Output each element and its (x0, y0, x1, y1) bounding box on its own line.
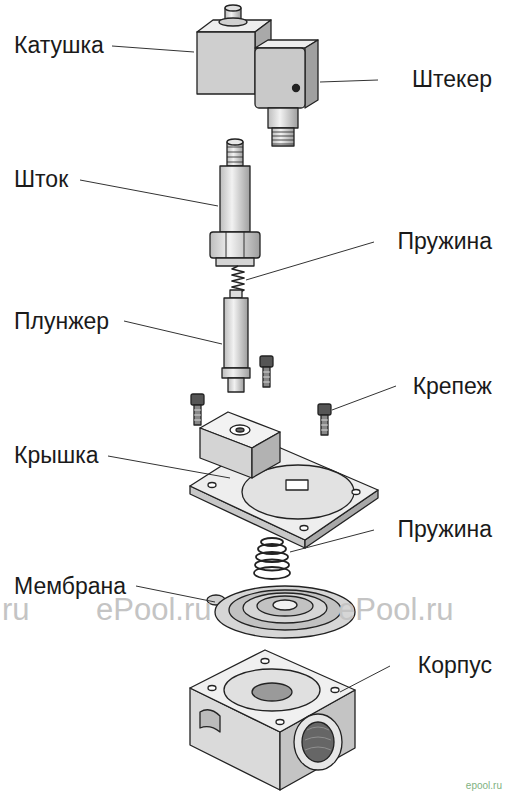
part-label: Крышка (14, 442, 99, 468)
part-label: Штекер (412, 66, 492, 92)
watermark: epool.ru (466, 780, 502, 792)
valve-body (190, 650, 355, 790)
part-label: Катушка (14, 32, 104, 58)
spring-large (254, 538, 290, 579)
part-label: Плунжер (14, 308, 109, 334)
watermark: ru (2, 592, 30, 628)
part-label: Шток (14, 166, 68, 192)
watermark: ePool.ru (96, 592, 211, 628)
part-label: Пружина (397, 516, 492, 542)
part-label: Пружина (397, 228, 492, 254)
watermark: ePool.ru (338, 592, 453, 628)
stem (210, 139, 260, 266)
spring-small (232, 266, 244, 293)
part-label: Крепеж (413, 373, 492, 399)
part-label: Корпус (418, 652, 492, 678)
cover (190, 412, 378, 548)
plug (255, 40, 318, 146)
diaphragm (207, 586, 355, 638)
plunger (222, 290, 250, 392)
